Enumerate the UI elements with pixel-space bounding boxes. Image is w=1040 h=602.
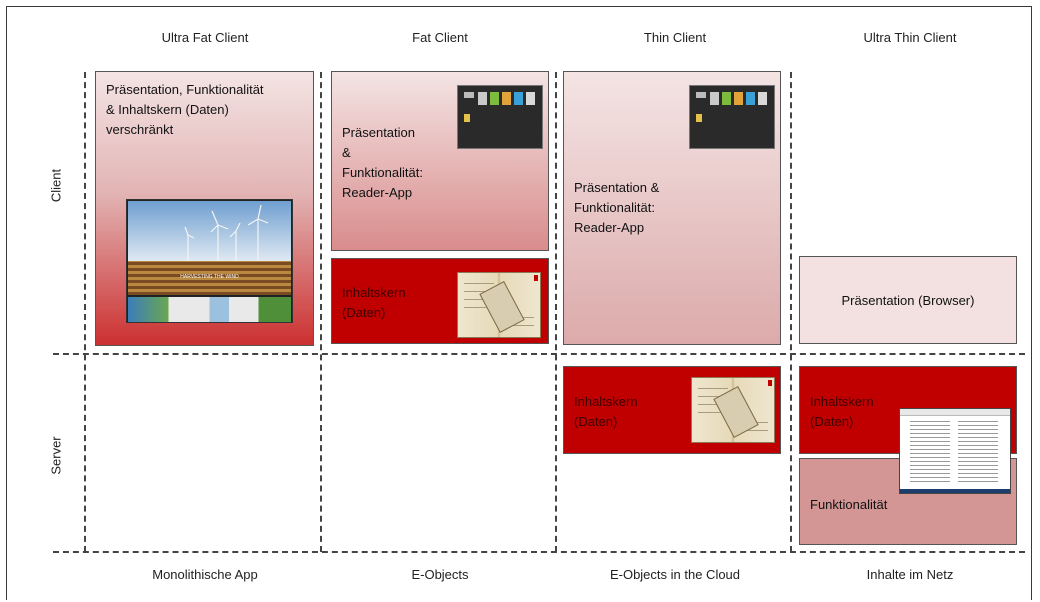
- ultra-thin-presentation-box: Präsentation (Browser): [799, 256, 1017, 344]
- open-book-image: [691, 377, 775, 443]
- reader-app-screenshot: [689, 85, 775, 149]
- ultra-thin-data-line2: (Daten): [810, 414, 854, 429]
- fat-presentation-line4: Reader-App: [342, 185, 413, 200]
- fat-client-presentation-box: Präsentation & Funktionalität: Reader-Ap…: [331, 71, 549, 251]
- grid-line-vertical-1: [84, 72, 86, 552]
- wind-turbines-image: [184, 204, 269, 263]
- thin-presentation-line3: Reader-App: [574, 220, 645, 235]
- ultra-fat-label-line2: & Inhaltskern (Daten): [106, 102, 229, 117]
- browser-toolbar: [900, 409, 1010, 416]
- footer-monolithische-app: Monolithische App: [152, 567, 258, 582]
- grid-line-client-server: [53, 353, 1025, 355]
- footer-e-objects-cloud: E-Objects in the Cloud: [609, 567, 741, 582]
- ebook-page-left: [910, 421, 950, 485]
- thin-client-presentation-box: Präsentation & Funktionalität: Reader-Ap…: [563, 71, 781, 345]
- column-header-ultra-fat-client: Ultra Fat Client: [161, 30, 249, 45]
- ultra-fat-label-line3: verschränkt: [106, 122, 174, 137]
- grid-line-bottom: [53, 551, 1025, 553]
- fat-data-line2: (Daten): [342, 305, 386, 320]
- magazine-caption: HARVESTING THE WIND: [180, 274, 239, 280]
- ultra-fat-label-line1: Präsentation, Funktionalität: [106, 82, 264, 97]
- fat-client-data-box: Inhaltskern (Daten): [331, 258, 549, 344]
- ultra-fat-client-box: Präsentation, Funktionalität & Inhaltske…: [95, 71, 314, 346]
- reader-app-screenshot: [457, 85, 543, 149]
- grid-line-vertical-3: [555, 72, 557, 552]
- grid-line-vertical-2: [320, 72, 322, 552]
- thin-client-data-box: Inhaltskern (Daten): [563, 366, 781, 454]
- thin-presentation-line2: Funktionalität:: [574, 200, 655, 215]
- row-label-server: Server: [48, 436, 64, 475]
- field-image: [128, 261, 291, 295]
- browser-taskbar: [900, 489, 1010, 493]
- magazine-thumbnails: [128, 297, 291, 322]
- open-book-image: [457, 272, 541, 338]
- fat-presentation-line1: Präsentation: [342, 125, 415, 140]
- sky-image: [128, 201, 291, 261]
- ultra-thin-presentation-label: Präsentation (Browser): [841, 293, 975, 308]
- ultra-thin-function-label: Funktionalität: [810, 497, 888, 512]
- row-label-client: Client: [48, 168, 64, 203]
- browser-ebook-screenshot: [899, 408, 1011, 494]
- column-header-ultra-thin-client: Ultra Thin Client: [863, 30, 957, 45]
- footer-inhalte-im-netz: Inhalte im Netz: [866, 567, 954, 582]
- thin-presentation-line1: Präsentation &: [574, 180, 660, 195]
- column-header-fat-client: Fat Client: [412, 30, 468, 45]
- wind-magazine-screenshot: HARVESTING THE WIND: [126, 199, 293, 323]
- fat-data-line1: Inhaltskern: [342, 285, 406, 300]
- ultra-thin-data-line1: Inhaltskern: [810, 394, 874, 409]
- fat-presentation-line2: &: [342, 145, 351, 160]
- column-header-thin-client: Thin Client: [643, 30, 707, 45]
- grid-line-vertical-4: [790, 72, 792, 552]
- footer-e-objects: E-Objects: [411, 567, 469, 582]
- thin-data-line2: (Daten): [574, 414, 618, 429]
- ebook-page-right: [958, 421, 998, 485]
- thin-data-line1: Inhaltskern: [574, 394, 638, 409]
- fat-presentation-line3: Funktionalität:: [342, 165, 423, 180]
